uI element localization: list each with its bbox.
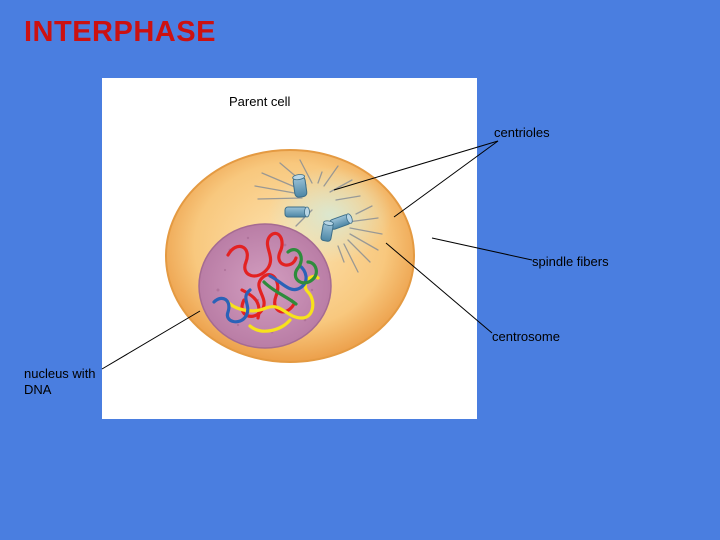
spindle-fibers-label: spindle fibers [532,254,609,269]
centrioles [284,174,353,242]
parent-cell-caption: Parent cell [229,94,291,109]
centrosome-label: centrosome [492,329,560,344]
leader-lines [101,140,533,370]
spindle-fibers [254,159,383,273]
nucleus-label: nucleus with DNA [24,366,96,397]
slide-title: INTERPHASE [24,16,216,48]
chromosomes [212,231,320,333]
nucleus [198,223,332,349]
centrioles-label: centrioles [494,125,550,140]
